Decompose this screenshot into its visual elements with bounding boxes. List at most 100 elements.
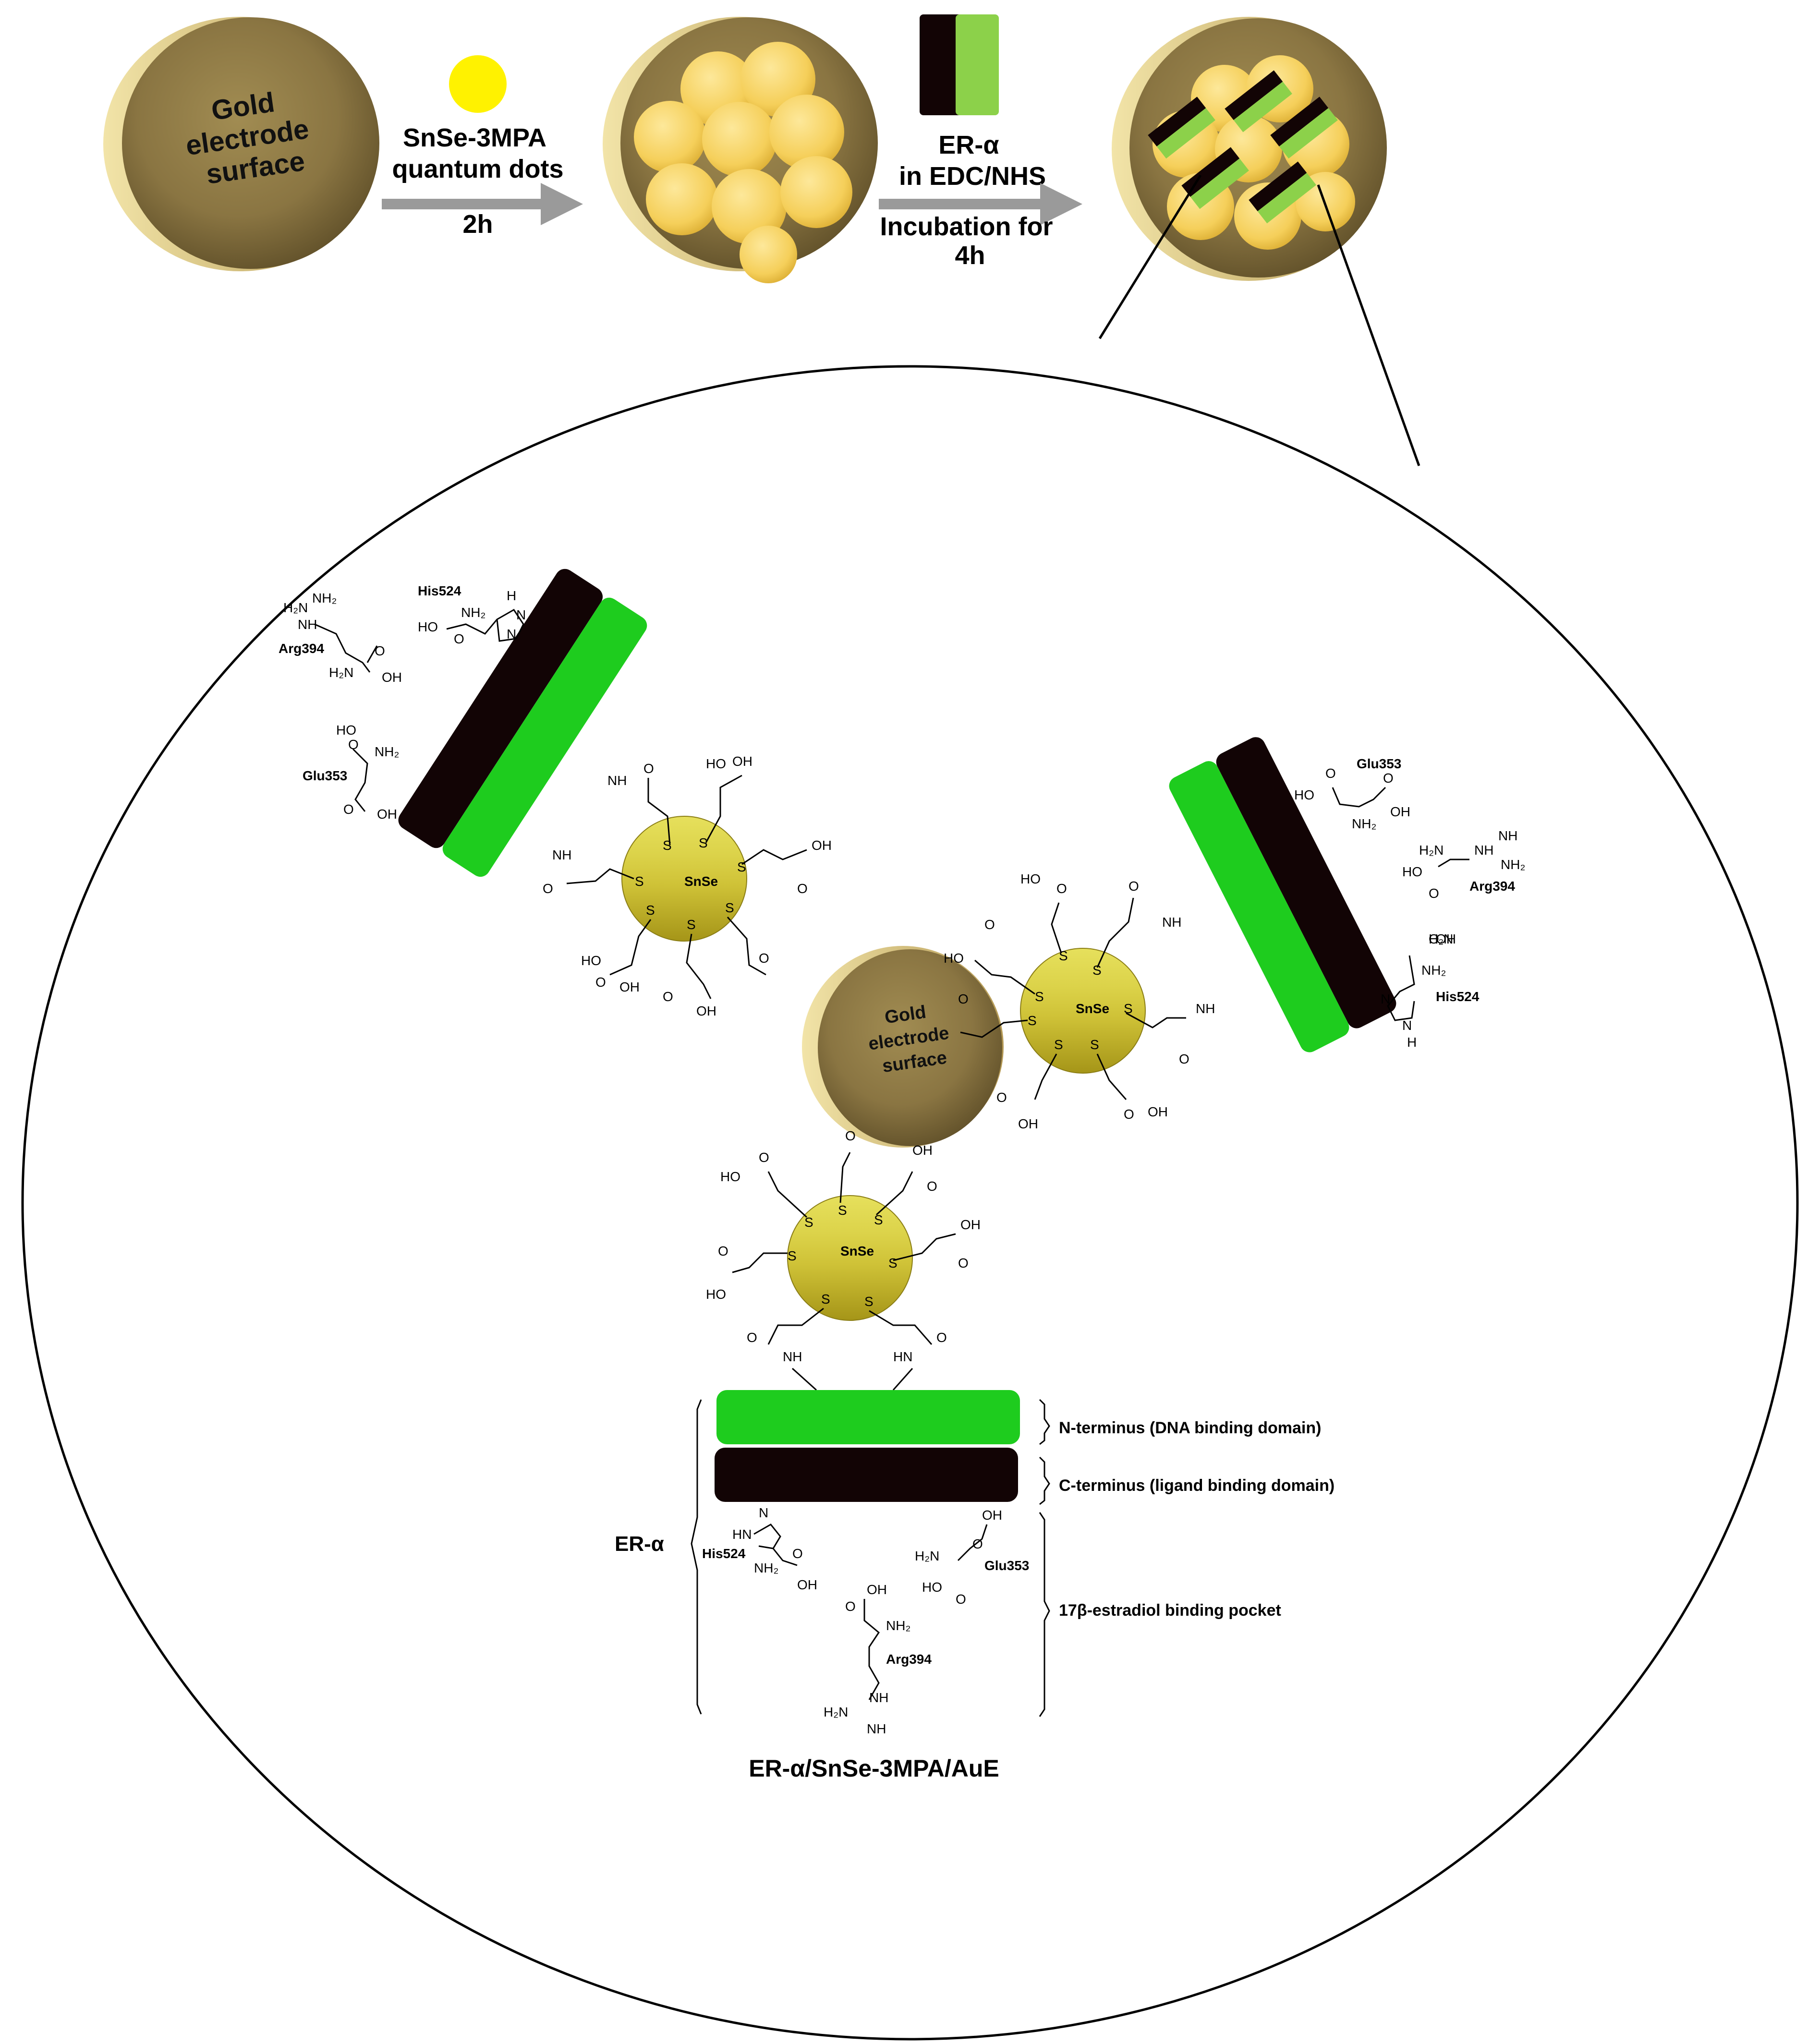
svg-text:O: O <box>845 1128 856 1143</box>
s-ul-6: S <box>687 917 696 932</box>
nh-r-2: NH <box>1196 1001 1215 1016</box>
svg-text:O: O <box>375 643 385 658</box>
svg-text:OH: OH <box>619 980 640 994</box>
svg-text:O: O <box>543 881 553 896</box>
svg-text:H₂N: H₂N <box>329 665 353 680</box>
zoom-line-left <box>1098 174 1202 339</box>
svg-text:O: O <box>643 761 654 776</box>
svg-text:O: O <box>996 1090 1007 1105</box>
residues-upper-left: H₂N NH₂ NH Arg394 H₂N OH O His524 NH₂ HO… <box>279 583 526 822</box>
step1-time: 2h <box>462 210 493 239</box>
qd-right: SnSe S S S S S S S HO O O NH O HO O NH O… <box>944 871 1215 1131</box>
svg-text:HO: HO <box>922 1580 942 1595</box>
qd-core-label-ul: SnSe <box>684 874 718 889</box>
svg-text:O: O <box>792 1546 803 1561</box>
residues-right: Glu353 HO O O OH NH₂ H₂N NH NH₂ NH HO O … <box>1294 756 1525 1050</box>
svg-text:O: O <box>759 951 769 966</box>
svg-text:HO: HO <box>706 1287 726 1302</box>
svg-text:NH₂: NH₂ <box>461 605 485 620</box>
svg-text:HO: HO <box>720 1169 740 1184</box>
svg-text:O: O <box>1128 879 1139 894</box>
svg-text:O: O <box>1124 1107 1134 1122</box>
svg-text:S: S <box>838 1203 847 1218</box>
svg-text:O: O <box>1429 931 1439 946</box>
svg-text:O: O <box>958 992 969 1006</box>
svg-text:NH₂: NH₂ <box>1421 963 1446 978</box>
svg-text:S: S <box>888 1256 898 1270</box>
glu-r: Glu353 <box>1357 756 1401 771</box>
svg-text:HO: HO <box>944 951 964 966</box>
svg-text:OH: OH <box>696 1004 716 1018</box>
svg-text:OH: OH <box>732 754 752 769</box>
svg-text:O: O <box>343 802 354 817</box>
svg-text:OH: OH <box>377 807 397 822</box>
n-terminus-label: N-terminus (DNA binding domain) <box>1059 1419 1321 1437</box>
nh-b-1: NH <box>783 1349 802 1364</box>
s-ul-1: S <box>663 838 672 853</box>
svg-text:O: O <box>984 917 995 932</box>
svg-text:N: N <box>1402 1018 1412 1033</box>
svg-text:H₂N: H₂N <box>824 1705 848 1719</box>
zoom-line-right <box>1317 184 1420 466</box>
gold-electrode-disk-3 <box>1112 17 1387 281</box>
svg-text:O: O <box>747 1330 757 1345</box>
svg-text:NH: NH <box>298 617 317 632</box>
nh-r-1: NH <box>1162 915 1181 930</box>
svg-text:O: O <box>1056 881 1067 896</box>
his-b: His524 <box>702 1546 746 1561</box>
svg-text:NH₂: NH₂ <box>754 1560 778 1575</box>
svg-text:HO: HO <box>1402 864 1422 879</box>
his-r: His524 <box>1436 989 1480 1004</box>
svg-text:S: S <box>864 1294 874 1309</box>
svg-text:S: S <box>1092 963 1102 978</box>
qd-core-label-b: SnSe <box>840 1244 874 1258</box>
s-ul-7: S <box>725 900 734 915</box>
svg-text:HO: HO <box>1294 787 1314 802</box>
er-alpha-upper-left <box>398 568 647 877</box>
svg-text:O: O <box>1179 1052 1189 1066</box>
n-domain-bar <box>716 1390 1020 1444</box>
er-alpha-label: ER-α <box>615 1532 664 1556</box>
zoom-circle <box>21 365 1799 2041</box>
svg-text:HO: HO <box>581 953 601 968</box>
er-alpha-bottom <box>715 1390 1020 1502</box>
svg-text:O: O <box>1429 886 1439 901</box>
svg-text:N: N <box>759 1505 768 1520</box>
construct-label: ER-α/SnSe-3MPA/AuE <box>749 1755 999 1782</box>
arg-r: Arg394 <box>1469 879 1515 894</box>
svg-text:O: O <box>759 1150 769 1165</box>
er-alpha-right <box>1169 737 1396 1052</box>
step1-reagent: SnSe-3MPA quantum dots <box>392 123 564 183</box>
step2-reagent: ER-α in EDC/NHS <box>899 131 1046 191</box>
svg-text:NH: NH <box>867 1721 886 1736</box>
c-terminus-label: C-terminus (ligand binding domain) <box>1059 1476 1335 1495</box>
svg-text:HO: HO <box>418 619 438 634</box>
svg-text:HN: HN <box>732 1527 752 1542</box>
svg-text:O: O <box>936 1330 947 1345</box>
c-domain-bar <box>715 1448 1018 1502</box>
svg-text:OH: OH <box>382 670 402 685</box>
svg-text:O: O <box>454 631 464 646</box>
svg-text:H: H <box>1407 1035 1417 1050</box>
svg-text:S: S <box>1035 989 1044 1004</box>
his-ul: His524 <box>418 583 461 598</box>
s-ul-5: S <box>646 903 655 918</box>
svg-text:NH₂: NH₂ <box>312 591 337 605</box>
er-alpha-protein-icon <box>920 14 999 115</box>
svg-text:OH: OH <box>912 1143 933 1158</box>
svg-text:H₂N: H₂N <box>1429 931 1453 946</box>
nh-ul-2: NH <box>552 847 571 862</box>
svg-text:NH: NH <box>1474 843 1493 858</box>
svg-text:HO: HO <box>706 756 726 771</box>
pocket-residues: HN N His524 NH₂ O OH OH O H₂N Glu353 HO … <box>702 1505 1029 1736</box>
svg-text:S: S <box>1090 1037 1099 1052</box>
svg-text:O: O <box>595 975 606 990</box>
svg-text:O: O <box>663 989 673 1004</box>
svg-text:N: N <box>1381 992 1390 1006</box>
svg-text:O: O <box>1325 766 1336 781</box>
svg-text:H: H <box>507 588 516 603</box>
svg-text:NH₂: NH₂ <box>1501 857 1525 872</box>
svg-text:NH₂: NH₂ <box>886 1618 910 1633</box>
svg-text:S: S <box>788 1248 797 1263</box>
